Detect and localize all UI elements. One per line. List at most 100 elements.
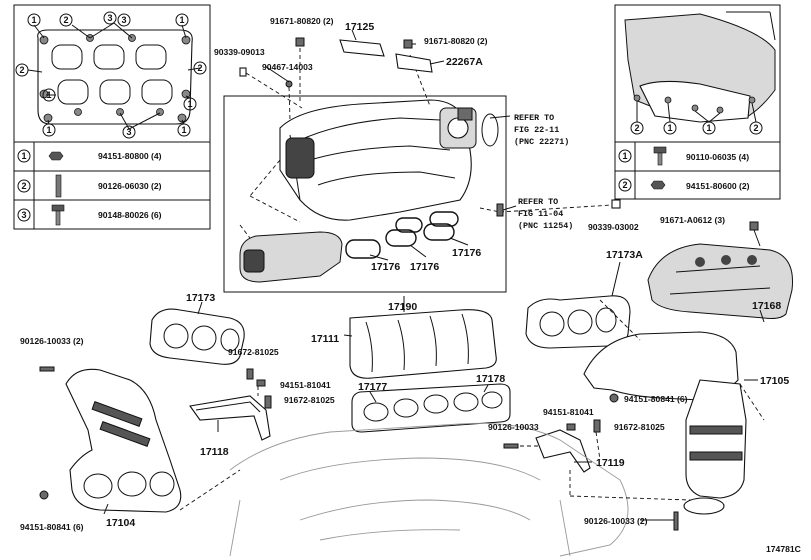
- stud-icon: [55, 174, 62, 198]
- svg-text:2: 2: [622, 180, 627, 190]
- label-90126-10033-a: 90126-10033 (2): [20, 336, 84, 346]
- label-17177: 17177: [358, 381, 387, 393]
- label-17105: 17105: [760, 375, 789, 387]
- gasket-17176-set: [345, 211, 459, 259]
- svg-text:1: 1: [46, 125, 51, 135]
- legend-right-part-2: 94151-80600 (2): [686, 181, 750, 191]
- bracket-17125: [339, 39, 385, 57]
- svg-text:3: 3: [21, 210, 26, 220]
- left-inset: 1 1 1 1 1 1 2 2 2 3 3 3 3 1 94151-80800 …: [13, 4, 211, 230]
- label-17111: 17111: [311, 333, 339, 345]
- nut-94151-81041-b: [566, 423, 576, 431]
- lower-assembly: [39, 221, 794, 557]
- exhaust-gasket-17173: [149, 308, 245, 365]
- svg-text:1: 1: [21, 151, 26, 161]
- right-inset-marks: 2 1 1 1 2: [630, 121, 763, 135]
- gasket-17177-17178: [351, 383, 511, 433]
- label-94151-80841-a: 94151-80841 (6): [624, 394, 688, 404]
- label-17173A: 17173A: [606, 249, 643, 261]
- label-17104: 17104: [106, 517, 135, 529]
- label-91672-81025-b: 91672-81025: [284, 395, 335, 405]
- bracket-22267A: [395, 53, 433, 73]
- label-91672-81025-c: 91672-81025: [614, 422, 665, 432]
- right-inset: 2 1 1 1 2 1 90110-06035 (4) 2 94151-8060…: [614, 4, 781, 200]
- label-94151-81041-a: 94151-81041: [280, 380, 331, 390]
- label-91671-80820-b: 91671-80820 (2): [424, 36, 488, 46]
- label-17119: 17119: [596, 457, 625, 469]
- label-90126-10033-b: 90126-10033: [488, 422, 539, 432]
- label-90467-14003: 90467-14003: [262, 62, 313, 72]
- bolt-refer-11-04: [496, 203, 504, 217]
- runner-17111: [349, 309, 497, 379]
- svg-text:1: 1: [706, 123, 711, 133]
- stud-90126-10033-b: [503, 443, 519, 449]
- plenum-drawing: [624, 11, 776, 123]
- label-17176-b: 17176: [410, 261, 439, 273]
- legend-left-part-3: 90148-80026 (6): [98, 210, 162, 220]
- label-17178: 17178: [476, 373, 505, 385]
- svg-text:2: 2: [21, 181, 26, 191]
- diagram-id: 174781C: [766, 544, 801, 554]
- nut-94151-80841-b: [39, 490, 49, 500]
- stud-90126-10033-a: [39, 366, 55, 372]
- svg-text:1: 1: [179, 15, 184, 25]
- exhaust-gasket-17173A: [525, 295, 631, 349]
- svg-text:1: 1: [31, 15, 36, 25]
- refer-note-2-line-3: (PNC 11254): [518, 221, 573, 231]
- label-22267A: 22267A: [446, 56, 483, 68]
- nut-94151-80841-a: [609, 393, 619, 403]
- bolt-91671-A0612: [749, 221, 759, 231]
- label-17176-c: 17176: [452, 247, 481, 259]
- exhaust-manifold-17105: [583, 331, 747, 515]
- label-94151-80841-b: 94151-80841 (6): [20, 522, 84, 532]
- exhaust-manifold-17104: [65, 368, 182, 513]
- bolt-91671-80820-b: [403, 39, 413, 49]
- label-17190: 17190: [388, 301, 417, 313]
- bolt-icon: [653, 146, 667, 166]
- label-90339-03002: 90339-03002: [588, 222, 639, 232]
- label-90126-10033-c: 90126-10033 (2): [584, 516, 648, 526]
- nut-icon: [650, 180, 666, 190]
- right-legend-table: 1 90110-06035 (4) 2 94151-80600 (2): [614, 141, 781, 200]
- bracket-17119: [535, 429, 591, 473]
- svg-text:2: 2: [63, 15, 68, 25]
- label-91672-81025-a: 91672-81025: [228, 347, 279, 357]
- intake-box-frame: [223, 95, 507, 293]
- refer-note-1-line-2: FIG 22-11: [514, 125, 559, 135]
- label-17118: 17118: [200, 446, 229, 458]
- plug-90339-09013: [239, 67, 247, 77]
- intake-manifold-group: [223, 29, 621, 293]
- svg-text:2: 2: [634, 123, 639, 133]
- stud-90126-10033-c: [673, 511, 679, 531]
- left-inset-marks: 1 1 1 1 1 1 2 2 2 3 3 3 3: [15, 11, 207, 139]
- svg-text:3: 3: [107, 13, 112, 23]
- engine-block-outline: [229, 422, 629, 557]
- nut-94151-81041-a: [256, 379, 266, 387]
- bolt-91672-81025-c: [593, 419, 601, 433]
- refer-note-2-line-1: REFER TO: [518, 197, 558, 207]
- left-legend-table: 1 94151-80800 (4) 2 90126-06030 (2) 3 90…: [13, 141, 211, 230]
- svg-text:2: 2: [197, 63, 202, 73]
- legend-left-part-1: 94151-80800 (4): [98, 151, 162, 161]
- bolt-91672-81025-b: [264, 395, 272, 409]
- clip-90467-14003: [285, 80, 293, 88]
- svg-text:1: 1: [181, 125, 186, 135]
- heat-insulator-17168: [647, 243, 794, 319]
- bolt-91671-80820-a: [295, 37, 305, 47]
- legend-left-part-2: 90126-06030 (2): [98, 181, 162, 191]
- svg-text:1: 1: [46, 90, 51, 100]
- refer-note-1-line-1: REFER TO: [514, 113, 554, 123]
- svg-text:2: 2: [19, 65, 24, 75]
- bolt-icon: [51, 204, 65, 226]
- svg-text:1: 1: [187, 99, 192, 109]
- svg-text:1: 1: [667, 123, 672, 133]
- label-17168: 17168: [752, 300, 781, 312]
- bolt-91672-81025-a: [246, 368, 254, 380]
- refer-note-2-line-2: FIG 11-04: [518, 209, 563, 219]
- intake-flange-drawing: [37, 29, 193, 125]
- refer-note-1-line-3: (PNC 22271): [514, 137, 569, 147]
- label-94151-81041-b: 94151-81041: [543, 407, 594, 417]
- bracket-17118: [189, 395, 271, 441]
